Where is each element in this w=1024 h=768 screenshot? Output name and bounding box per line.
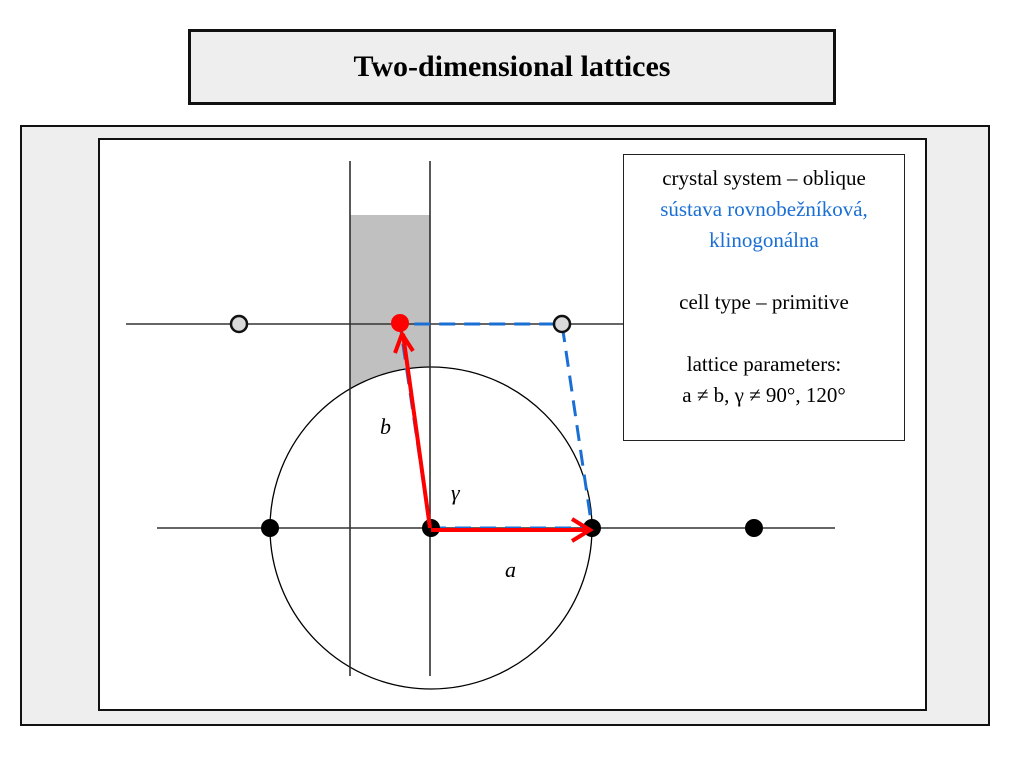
title-box: Two-dimensional lattices xyxy=(188,29,836,105)
cell-type-text: cell type – primitive xyxy=(679,290,849,314)
lattice-point xyxy=(745,519,763,537)
params-heading: lattice parameters: xyxy=(686,352,842,376)
info-box: crystal system – oblique sústava rovnobe… xyxy=(623,154,905,441)
slovak-name-line2: klinogonálna xyxy=(709,228,819,252)
label-vector-a: a xyxy=(505,557,516,582)
slovak-name-line1: sústava rovnobežníková, xyxy=(660,197,868,221)
vector-b-arrow xyxy=(393,329,432,529)
red-lattice-point xyxy=(391,314,409,332)
vector-a-arrow xyxy=(431,517,594,543)
page-title: Two-dimensional lattices xyxy=(353,50,671,83)
label-vector-b: b xyxy=(380,414,391,439)
open-lattice-point xyxy=(552,314,572,334)
crystal-system-text: crystal system – oblique xyxy=(662,166,866,190)
shaded-strip xyxy=(350,215,430,395)
label-angle-gamma: γ xyxy=(451,480,460,505)
params-value: a ≠ b, γ ≠ 90°, 120° xyxy=(682,383,846,407)
open-lattice-point xyxy=(229,314,249,334)
lattice-point xyxy=(261,519,279,537)
